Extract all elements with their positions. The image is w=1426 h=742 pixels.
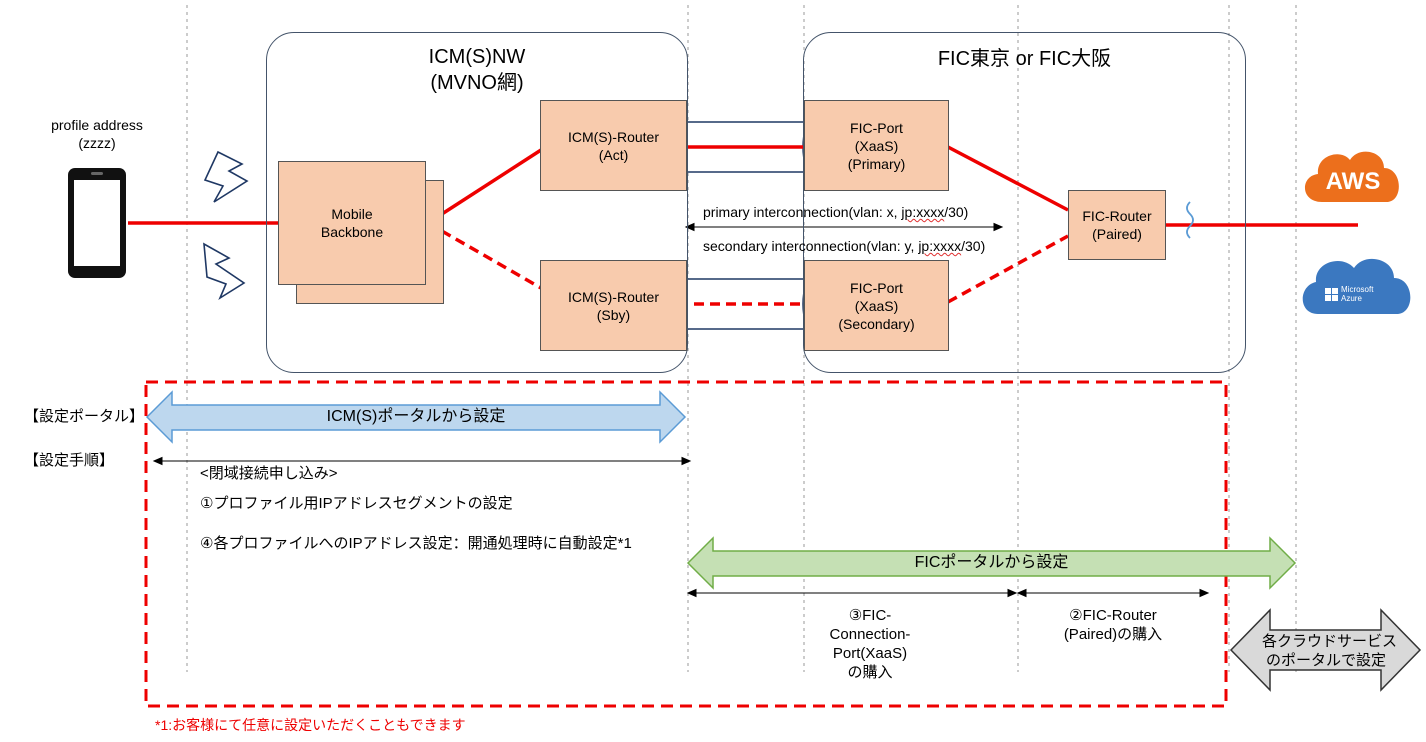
icm-portal-arrow bbox=[145, 390, 687, 444]
primary-interconnection-jp: jp:xxxx bbox=[901, 204, 945, 220]
icm-router-act-line2: (Act) bbox=[598, 146, 629, 163]
step-3-line4: の購入 bbox=[847, 664, 893, 681]
primary-interconnection-label: primary interconnection(vlan: x, jp:xxxx… bbox=[703, 203, 968, 221]
cloud-portal-label-line2: のポータルで設定 bbox=[1265, 652, 1386, 669]
timeline-arrows bbox=[152, 456, 1210, 598]
azure-label: Microsoft Azure bbox=[1341, 285, 1373, 303]
fic-port-secondary-line3: (Secondary) bbox=[838, 315, 915, 332]
fic-port-secondary-line2: (XaaS) bbox=[854, 297, 899, 314]
fic-port-secondary-line1: FIC-Port bbox=[850, 279, 903, 296]
aws-cloud-icon bbox=[1304, 151, 1399, 202]
profile-address-label: profile address (zzzz) bbox=[30, 116, 164, 152]
profile-address-value: (zzzz) bbox=[78, 135, 116, 151]
backbone-sby-link bbox=[427, 221, 542, 290]
icm-router-act-line1: ICM(S)-Router bbox=[567, 128, 659, 145]
fic-port-primary-line1: FIC-Port bbox=[850, 119, 903, 136]
cloud-portal-label-line1: 各クラウドサービス bbox=[1262, 633, 1398, 650]
secondary-interconnection-suffix: /30) bbox=[961, 238, 986, 254]
closed-area-application: <閉域接続申し込み> bbox=[200, 465, 338, 482]
procedure-heading: 【設定手順】 bbox=[24, 452, 115, 469]
step-2-line2: (Paired)の購入 bbox=[1063, 626, 1163, 643]
step-1: ①プロファイル用IPアドレスセグメントの設定 bbox=[200, 495, 513, 512]
interconnection-arrows bbox=[684, 222, 1004, 232]
icm-zone-title: ICM(S)NW (MVNO網) bbox=[266, 44, 688, 96]
fic-portal-arrow bbox=[686, 536, 1297, 590]
backbone-act-link bbox=[427, 148, 542, 225]
fic-router-line1: FIC-Router bbox=[1082, 208, 1152, 224]
scope-rectangle bbox=[144, 380, 1228, 708]
azure-label-line1: Microsoft bbox=[1341, 285, 1374, 294]
step-2: ②FIC-Router (Paired)の購入 bbox=[1033, 606, 1193, 644]
azure-label-line2: Azure bbox=[1341, 294, 1362, 303]
icm-network-zone bbox=[266, 32, 688, 373]
fic-port-primary-line3: (Primary) bbox=[847, 155, 906, 172]
smartphone-icon bbox=[68, 168, 126, 278]
icm-zone-title-line1: ICM(S)NW bbox=[428, 46, 526, 68]
secondary-interconnection-pipe bbox=[666, 278, 822, 330]
fic-zone-title: FIC東京 or FIC大阪 bbox=[937, 48, 1112, 70]
lightning-icon bbox=[203, 150, 249, 203]
icm-router-sby: ICM(S)-Router (Sby) bbox=[540, 260, 687, 351]
secondary-interconnection-label: secondary interconnection(vlan: y, jp:xx… bbox=[703, 237, 985, 255]
fic-port-primary: FIC-Port (XaaS) (Primary) bbox=[804, 100, 949, 191]
icm-router-sby-line2: (Sby) bbox=[596, 306, 631, 323]
primary-interconnection-pipe bbox=[666, 121, 822, 173]
step-3-line2: Connection- bbox=[829, 626, 911, 643]
profile-address-text: profile address bbox=[51, 117, 143, 133]
mobile-backbone: Mobile Backbone bbox=[278, 161, 426, 285]
primary-port-router-link bbox=[947, 145, 1069, 212]
step-2-line1: ②FIC-Router bbox=[1069, 607, 1157, 624]
fic-port-secondary: FIC-Port (XaaS) (Secondary) bbox=[804, 260, 949, 351]
secondary-interconnection-jp: jp:xxxx bbox=[918, 238, 962, 254]
step-4: ④各プロファイルへのIPアドレス設定：開通処理時に自動設定*1 bbox=[200, 535, 632, 552]
secondary-port-router-link bbox=[947, 234, 1069, 304]
primary-interconnection-suffix: /30) bbox=[944, 204, 969, 220]
step-3: ③FIC- Connection- Port(XaaS) の購入 bbox=[795, 606, 945, 682]
fic-router: FIC-Router (Paired) bbox=[1068, 190, 1166, 260]
fic-zone bbox=[803, 32, 1246, 373]
lightning-icon bbox=[203, 242, 246, 301]
portal-heading: 【設定ポータル】 bbox=[24, 408, 145, 425]
fic-router-line2: (Paired) bbox=[1092, 226, 1142, 242]
footnote: *1:お客様にて任意に設定いただくこともできます bbox=[155, 717, 466, 733]
cloud-portal-label: 各クラウドサービス のポータルで設定 bbox=[1262, 632, 1398, 670]
icm-router-sby-line1: ICM(S)-Router bbox=[567, 288, 659, 305]
fic-portal-label: FICポータルから設定 bbox=[914, 554, 1069, 571]
fic-port-primary-line2: (XaaS) bbox=[854, 137, 899, 154]
cloud-portal-arrow bbox=[1229, 608, 1422, 692]
wavy-separator-icon bbox=[1186, 201, 1194, 239]
aws-label: AWS bbox=[1325, 168, 1381, 195]
step-3-line3: Port(XaaS) bbox=[832, 645, 908, 662]
secondary-interconnection-prefix: secondary interconnection(vlan: y, bbox=[703, 238, 919, 254]
mobile-backbone-line1: Mobile bbox=[331, 206, 373, 222]
icm-router-act: ICM(S)-Router (Act) bbox=[540, 100, 687, 191]
azure-cloud-icon bbox=[1302, 258, 1411, 314]
step-3-line1: ③FIC- bbox=[848, 607, 892, 624]
icm-portal-label: ICM(S)ポータルから設定 bbox=[326, 408, 506, 425]
icm-zone-title-line2: (MVNO網) bbox=[430, 72, 524, 94]
mobile-backbone-line2: Backbone bbox=[320, 224, 384, 240]
primary-interconnection-prefix: primary interconnection(vlan: x, bbox=[703, 204, 902, 220]
network-links bbox=[128, 145, 1358, 304]
